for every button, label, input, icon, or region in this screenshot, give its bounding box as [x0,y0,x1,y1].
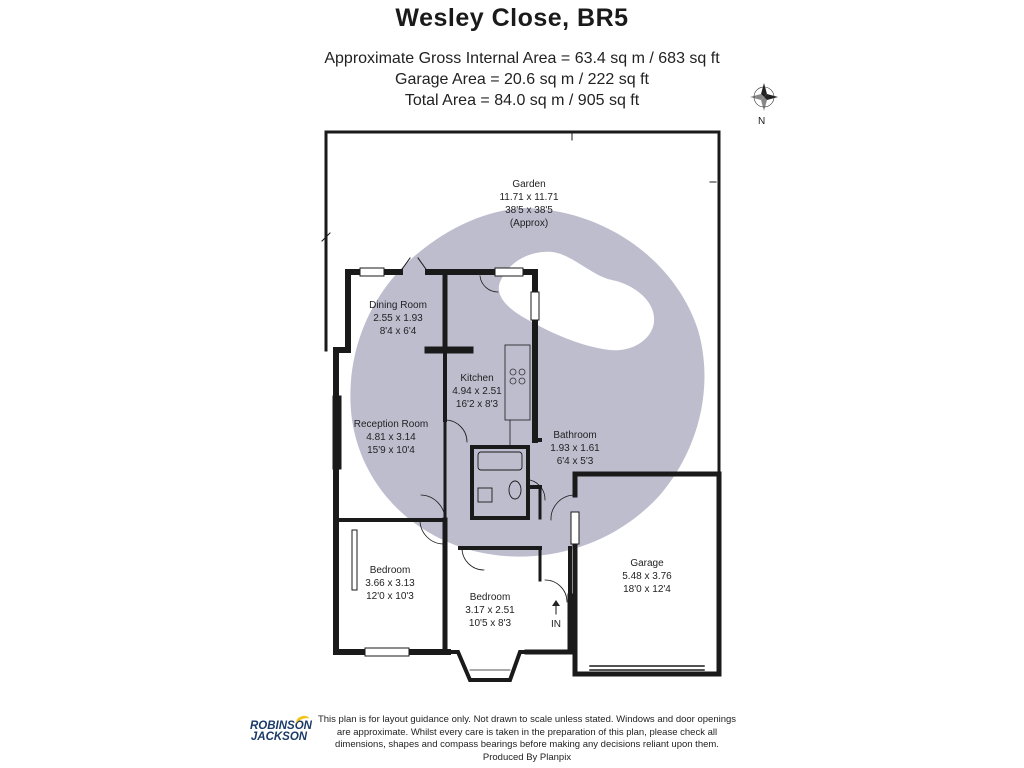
svg-text:4.81 x 3.14: 4.81 x 3.14 [366,432,416,443]
compass-north-label: N [758,116,766,127]
svg-text:Garage: Garage [630,558,664,569]
svg-text:8'4 x 6'4: 8'4 x 6'4 [380,326,417,337]
svg-text:38'5 x 38'5: 38'5 x 38'5 [505,205,553,216]
hob-icon [509,368,526,385]
svg-text:1.93 x 1.61: 1.93 x 1.61 [550,443,600,454]
garden-boundary [324,130,721,476]
watermark-logo [350,208,705,557]
entrance-arrow-icon [552,600,560,606]
svg-text:5.48 x 3.76: 5.48 x 3.76 [622,571,672,582]
svg-text:3.66 x 3.13: 3.66 x 3.13 [365,578,415,589]
room-label-bedroom-1: Bedroom 3.66 x 3.13 12'0 x 10'3 [365,565,415,602]
room-label-reception-room: Reception Room 4.81 x 3.14 15'9 x 10'4 [354,419,428,456]
svg-text:Dining Room: Dining Room [369,300,427,311]
compass-icon [750,83,778,111]
svg-text:(Approx): (Approx) [510,218,548,229]
svg-text:Garden: Garden [512,179,545,190]
svg-text:3.17 x 2.51: 3.17 x 2.51 [465,605,515,616]
svg-text:11.71 x 11.71: 11.71 x 11.71 [499,192,559,203]
svg-text:Bedroom: Bedroom [470,592,511,603]
company-logo: ROBINSON JACKSON [250,720,312,743]
room-label-bedroom-2: Bedroom 3.17 x 2.51 10'5 x 8'3 [465,592,515,629]
svg-text:4.94 x 2.51: 4.94 x 2.51 [452,386,502,397]
room-label-garden: Garden 11.71 x 11.71 38'5 x 38'5 (Approx… [499,179,559,229]
svg-text:2.55 x 1.93: 2.55 x 1.93 [373,313,423,324]
svg-text:10'5 x 8'3: 10'5 x 8'3 [469,618,512,629]
svg-text:6'4 x 5'3: 6'4 x 5'3 [557,456,594,467]
room-label-bathroom: Bathroom 1.93 x 1.61 6'4 x 5'3 [550,430,600,467]
svg-text:12'0 x 10'3: 12'0 x 10'3 [366,591,414,602]
room-label-dining-room: Dining Room 2.55 x 1.93 8'4 x 6'4 [369,300,427,337]
plan-title: Wesley Close, BR5 [395,4,629,32]
walls [321,130,722,682]
entrance-label: IN [551,619,561,630]
total-area: Total Area = 84.0 sq m / 905 sq ft [404,92,640,109]
disclaimer: This plan is for layout guidance only. N… [317,714,737,763]
svg-text:Bedroom: Bedroom [370,565,411,576]
svg-text:15'9 x 10'4: 15'9 x 10'4 [367,445,415,456]
gross-internal-area: Approximate Gross Internal Area = 63.4 s… [324,50,720,67]
svg-text:Kitchen: Kitchen [460,373,493,384]
svg-text:Reception Room: Reception Room [354,419,428,430]
room-label-kitchen: Kitchen 4.94 x 2.51 16'2 x 8'3 [452,373,502,410]
room-label-garage: Garage 5.48 x 3.76 18'0 x 12'4 [622,558,672,595]
svg-text:18'0 x 12'4: 18'0 x 12'4 [623,584,671,595]
svg-text:Bathroom: Bathroom [553,430,596,441]
svg-text:16'2 x 8'3: 16'2 x 8'3 [456,399,499,410]
garage-area: Garage Area = 20.6 sq m / 222 sq ft [395,71,649,88]
